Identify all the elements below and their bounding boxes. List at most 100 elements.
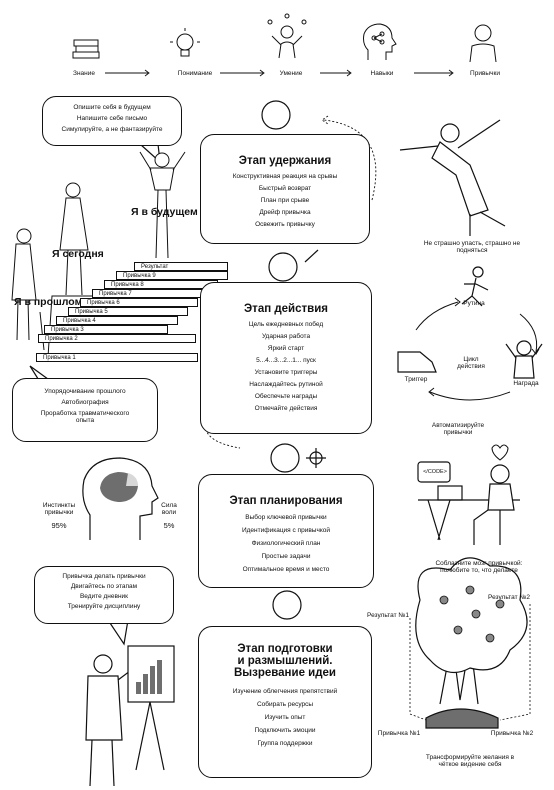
label-future-self: Я в будущем (131, 206, 198, 218)
stage-planning-title: Этап планирования (229, 495, 343, 507)
runner-icon (461, 266, 489, 307)
head-network-icon (363, 23, 397, 60)
stair-result: Результат (134, 262, 228, 271)
cheering-boy-icon (505, 340, 543, 379)
teacher-bubble-line: Ведите дневник (79, 593, 129, 600)
stage-preparation-item: Изучить опыт (264, 714, 306, 721)
books-icon (72, 39, 100, 59)
stage-preparation-title-line: и размышлений. (237, 655, 333, 667)
stage-retention-item: Освежить привычку (255, 221, 315, 228)
instinct-value: 95% (51, 521, 67, 530)
chain-habits-skills: Навыки (370, 70, 394, 77)
stair-habit-1: Привычка 1 (36, 353, 198, 362)
cycle-routine: Рутина (463, 300, 485, 307)
stage-action-title: Этап действия (244, 303, 328, 315)
stage-action-item: Наслаждайтесь рутиной (249, 381, 323, 388)
planning-avatar (270, 443, 326, 473)
stair-habit-4: Привычка 4 (56, 316, 178, 325)
future-bubble-line: Напишите себе письмо (76, 115, 148, 122)
teacher-bubble-line: Тренируйте дисциплину (67, 603, 141, 610)
tree-habit-1: Привычка №1 (377, 730, 421, 737)
cycle-reward: Награда (513, 380, 539, 387)
stage-retention-item: Быстрый возврат (258, 185, 312, 192)
stage-planning-item: Идентификация с привычкой (241, 527, 331, 534)
stage-preparation-item: Подключить эмоции (254, 727, 316, 734)
label-today-self: Я сегодня (52, 248, 104, 260)
laptop-caption: Соблазните мозг привычкой: полюбите то, … (435, 560, 523, 575)
teacher-bubble: Привычка делать привычки Двигайтесь по э… (34, 566, 174, 624)
stage-retention: Этап удержания Конструктивная реакция на… (200, 134, 370, 244)
tree-icon (415, 557, 528, 729)
stage-action-item: Яркий старт (267, 345, 305, 352)
stage-preparation-title-line: Этап подготовки (237, 643, 333, 655)
stair-habit-7: Привычка 7 (92, 289, 208, 298)
stage-retention-item: Конструктивная реакция на срывы (232, 173, 338, 180)
chain-understanding: Понимание (177, 70, 213, 77)
past-bubble: Упорядочивание прошлого Автобиография Пр… (12, 378, 158, 442)
action-avatar (268, 249, 319, 282)
teacher-bubble-line: Двигайтесь по этапам (70, 583, 138, 590)
preparation-avatar (272, 590, 302, 620)
chain-habits: Привычки (470, 70, 500, 77)
laptop-code-text: </CODE> (423, 469, 447, 475)
sneaker-icon (397, 351, 437, 373)
cycle-caption: Автоматизируйте привычки (431, 422, 485, 437)
future-bubble-line: Симулируйте, а не фантазируйте (61, 126, 163, 133)
stage-preparation-item: Группа поддержки (257, 740, 313, 747)
instinct-label: Инстинкты привычки (42, 502, 76, 517)
chain-knowledge: Знание (73, 70, 95, 77)
tree-habit-2: Привычка №2 (490, 730, 534, 737)
stage-retention-item: План при срыве (260, 197, 310, 204)
falling-man-figure (399, 119, 506, 236)
future-self-figure (139, 151, 186, 259)
label-past-self: Я в прошлом (14, 296, 83, 308)
lightbulb-icon (170, 28, 200, 57)
chain-skill: Умение (279, 70, 303, 77)
juggler-icon (267, 13, 307, 59)
stage-action-item: Ударная работа (261, 333, 311, 340)
future-bubble: Опишите себя в будущем Напишите себе пис… (42, 96, 182, 146)
stair-habit-5: Привычка 5 (68, 307, 188, 316)
past-self-figure (11, 228, 37, 341)
past-bubble-line: Автобиография (61, 399, 109, 406)
stair-habit-9: Привычка 9 (116, 271, 228, 280)
brain-head-icon (82, 457, 159, 540)
teacher-figure (85, 654, 135, 787)
person-icon (469, 24, 497, 63)
stage-action-item: 5...4...3...2...1... пуск (256, 357, 316, 364)
cycle-trigger: Триггер (404, 376, 428, 383)
stage-action-item: Установите триггеры (254, 369, 318, 376)
stage-action: Этап действия Цель ежедневных побед Удар… (200, 282, 372, 434)
stage-preparation-item: Собирать ресурсы (256, 701, 314, 708)
stage-planning-item: Оптимальное время и место (242, 566, 330, 573)
stage-preparation-item: Изучение облегчения препятствий (232, 688, 338, 695)
stage-action-item: Цель ежедневных побед (248, 321, 324, 328)
stage-preparation-title-line: Вызревание идеи (233, 667, 337, 679)
stage-retention-item: Дрейф привычка (259, 209, 311, 216)
willpower-value: 5% (163, 521, 175, 530)
past-bubble-line: Проработка травматического опыта (40, 410, 130, 424)
chart-board-icon (127, 645, 175, 771)
stage-action-item: Отмечайте действия (254, 405, 318, 412)
stage-planning-item: Выбор ключевой привычки (245, 514, 327, 521)
stage-preparation: Этап подготовки и размышлений. Вызревани… (198, 626, 372, 778)
fall-caption: Не страшно упасть, страшно не подняться (423, 240, 521, 255)
stair-habit-6: Привычка 6 (80, 298, 198, 307)
cycle-center: Цикл действия (457, 356, 485, 371)
future-bubble-line: Опишите себя в будущем (73, 104, 151, 111)
stair-habit-8: Привычка 8 (104, 280, 218, 289)
present-self-figure (59, 182, 89, 296)
stair-habit-2: Привычка 2 (38, 334, 196, 343)
tree-caption: Трансформируйте желания в чёткое видение… (425, 754, 515, 769)
teacher-bubble-line: Привычка делать привычки (62, 573, 146, 580)
stage-action-item: Обеспечьте награды (254, 393, 318, 400)
tree-result-2: Результат №2 (488, 594, 530, 601)
retention-avatar (261, 100, 291, 130)
stage-planning-item: Простые задачи (261, 553, 311, 560)
stage-planning-item: Физиологический план (251, 540, 321, 547)
stage-retention-title: Этап удержания (238, 155, 332, 167)
willpower-label: Сила воли (161, 502, 177, 517)
desk-worker-icon (417, 461, 520, 545)
past-bubble-line: Упорядочивание прошлого (44, 388, 126, 395)
